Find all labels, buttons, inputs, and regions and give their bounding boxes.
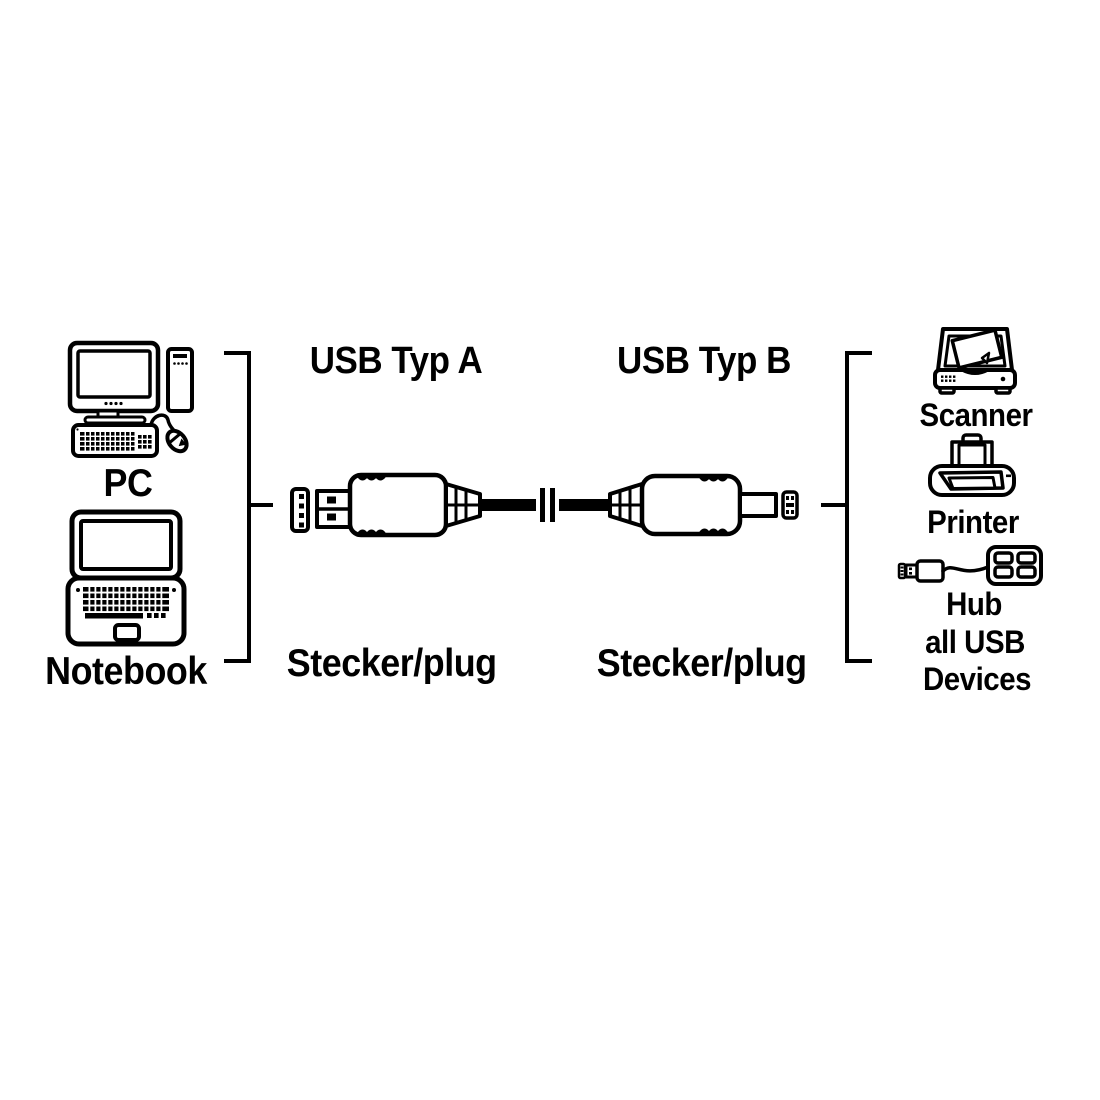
stecker-plug-b-caption: Stecker/plug: [596, 642, 807, 685]
notebook-label: Notebook: [45, 650, 207, 693]
usb-b-endplate-icon: [781, 490, 799, 520]
pc-label: PC: [103, 462, 153, 505]
pc-icon: [67, 340, 194, 458]
left-bracket-mid-tick: [251, 503, 273, 507]
hub-box: [986, 545, 1043, 586]
all-usb-label: all USB: [925, 624, 1025, 660]
usb-a-plug-icon: [315, 472, 482, 538]
left-bracket-vertical: [247, 351, 251, 663]
stecker-plug-a-caption: Stecker/plug: [286, 642, 497, 685]
printer-icon: [928, 433, 1016, 497]
usb-cable-graphic: [290, 472, 799, 538]
cable-line: [478, 488, 610, 522]
hub-usb-plug: [897, 559, 945, 583]
hub-icon: [897, 545, 1043, 586]
printer-label: Printer: [927, 504, 1019, 540]
notebook-icon: [65, 509, 187, 647]
usb-b-plug-icon: [608, 473, 778, 537]
hub-label: Hub: [946, 586, 1002, 622]
scanner-label: Scanner: [919, 397, 1033, 433]
pc-tower: [166, 347, 194, 413]
usb-a-endplate-icon: [290, 487, 310, 533]
left-bracket-top-arm: [224, 351, 251, 355]
scanner-icon: [933, 327, 1017, 395]
usb-typ-a-title: USB Typ A: [309, 340, 483, 382]
right-bracket-vertical: [845, 351, 849, 663]
left-bracket-bottom-arm: [224, 659, 251, 663]
usb-typ-b-title: USB Typ B: [617, 340, 791, 382]
notebook-trackpad-button: [113, 623, 141, 642]
right-bracket-bottom-arm: [845, 659, 872, 663]
right-bracket-mid-tick: [821, 503, 845, 507]
pc-mouse: [165, 428, 189, 454]
right-bracket-top-arm: [845, 351, 872, 355]
devices-label: Devices: [922, 661, 1032, 697]
hub-cable: [941, 565, 990, 573]
cable-break-icon: [540, 488, 545, 522]
